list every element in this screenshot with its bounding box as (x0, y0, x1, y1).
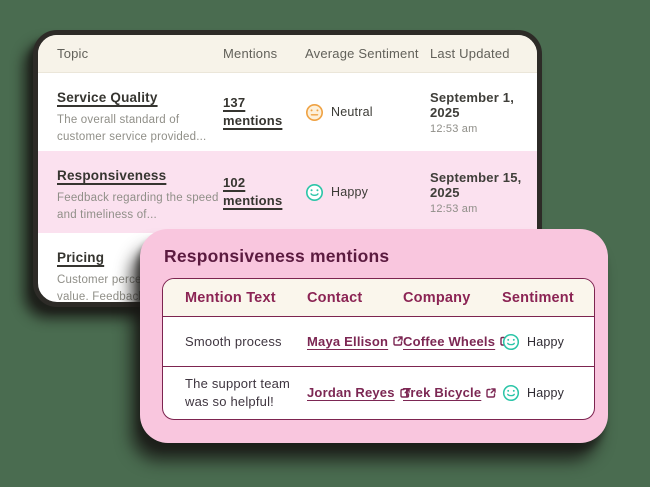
company-name: Coffee Wheels (403, 333, 496, 349)
mentions-count-link[interactable]: 137 mentions (223, 95, 283, 128)
last-updated-time: 12:53 am (430, 122, 478, 135)
neutral-face-icon (305, 103, 324, 121)
column-header-mention-text: Mention Text (185, 289, 276, 306)
sentiment-label: Happy (527, 334, 565, 349)
happy-face-icon (502, 384, 520, 402)
happy-face-icon (305, 183, 324, 201)
panel-title: Responsiveness mentions (164, 246, 390, 266)
column-header-company: Company (403, 289, 471, 306)
mention-text: The support team was so helpful! (185, 376, 291, 409)
sentiment-label: Neutral (331, 105, 373, 119)
sentiment-cell: Happy (305, 183, 430, 202)
responsiveness-mentions-panel: Responsiveness mentions Mention Text Con… (140, 229, 608, 443)
sentiment-cell: Happy (502, 333, 594, 351)
column-header-mentions: Mentions (223, 46, 278, 61)
column-header-topic: Topic (57, 46, 89, 61)
topic-row-responsiveness: Responsiveness Feedback regarding the sp… (38, 151, 537, 233)
sentiment-cell: Neutral (305, 103, 430, 122)
mentions-table-header: Mention Text Contact Company Sentiment (163, 279, 594, 317)
contact-link[interactable]: Jordan Reyes (307, 385, 411, 400)
mentions-cell: 137 mentions (223, 94, 305, 130)
company-link[interactable]: Coffee Wheels (403, 334, 511, 349)
topic-cell: Service Quality The overall standard of … (38, 73, 223, 147)
topic-link-pricing[interactable]: Pricing (57, 250, 105, 265)
mentions-count-link[interactable]: 102 mentions (223, 175, 283, 208)
company-name: Trek Bicycle (403, 385, 482, 400)
mentions-cell: 102 mentions (223, 174, 305, 210)
contact-link[interactable]: Maya Ellison (307, 334, 404, 349)
topics-table-header: Topic Mentions Average Sentiment Last Up… (38, 35, 537, 73)
mention-row: The support team was so helpful! Jordan … (163, 367, 594, 419)
external-link-icon (393, 336, 403, 346)
sentiment-cell: Happy (502, 384, 594, 402)
column-header-average-sentiment: Average Sentiment (305, 46, 419, 61)
topic-link-service-quality[interactable]: Service Quality (57, 90, 158, 105)
sentiment-label: Happy (527, 386, 565, 400)
contact-name: Jordan Reyes (307, 385, 395, 400)
topic-row-service-quality: Service Quality The overall standard of … (38, 73, 537, 151)
happy-face-icon (502, 333, 520, 350)
column-header-contact: Contact (307, 289, 363, 306)
last-updated-date: September 1, 2025 (430, 89, 515, 120)
column-header-sentiment: Sentiment (502, 289, 574, 306)
topic-cell: Responsiveness Feedback regarding the sp… (38, 151, 223, 225)
external-link-icon (399, 387, 410, 398)
sentiment-label: Happy (331, 185, 369, 199)
last-updated-cell: September 15, 2025 12:53 am (430, 170, 537, 215)
topic-description: Feedback regarding the speed and timelin… (57, 192, 219, 222)
mentions-table: Mention Text Contact Company Sentiment S… (162, 278, 595, 420)
topic-link-responsiveness[interactable]: Responsiveness (57, 168, 167, 183)
topic-description: The overall standard of customer service… (57, 114, 207, 144)
company-link[interactable]: Trek Bicycle (403, 385, 497, 400)
contact-name: Maya Ellison (307, 333, 389, 349)
last-updated-cell: September 1, 2025 12:53 am (430, 90, 537, 135)
mention-text: Smooth process (185, 333, 282, 349)
external-link-icon (486, 387, 496, 398)
last-updated-time: 12:53 am (430, 202, 478, 215)
topics-table-card: Topic Mentions Average Sentiment Last Up… (33, 30, 542, 307)
column-header-last-updated: Last Updated (430, 46, 510, 61)
last-updated-date: September 15, 2025 (430, 169, 522, 200)
mention-row: Smooth process Maya Ellison Coffee Wheel… (163, 317, 594, 367)
